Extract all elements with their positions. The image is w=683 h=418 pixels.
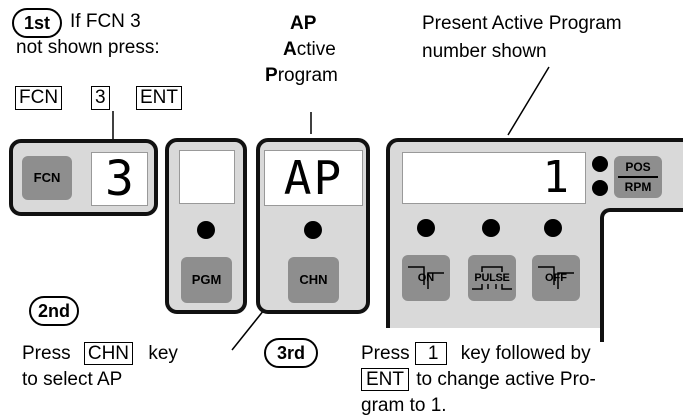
ap-label-initial-a: A xyxy=(283,39,297,60)
chn-panel: AP CHN xyxy=(256,138,370,314)
pos-rpm-divider xyxy=(618,176,658,178)
step-3-key-1: 1 xyxy=(414,342,448,365)
step-2-key-word: key xyxy=(148,343,178,364)
panel-notch xyxy=(600,208,683,342)
on-pulse-shape-icon xyxy=(408,266,444,289)
step-3-change-text: to change active Pro- xyxy=(416,369,596,390)
pgm-panel: PGM xyxy=(165,138,247,314)
ap-label-title: AP xyxy=(290,13,317,34)
off-pulse-shape-icon xyxy=(538,266,574,289)
ap-label-active: ctive xyxy=(296,39,336,60)
step-1-line-2: not shown press: xyxy=(16,37,160,58)
fcn-display-value: 3 xyxy=(105,151,134,207)
pos-label: POS xyxy=(625,160,651,174)
on-label: ON xyxy=(417,272,435,284)
step-3-line-2: ENT to change active Pro- xyxy=(361,368,596,392)
step-2-line-2: to select AP xyxy=(22,369,123,390)
present-label-line-2: number shown xyxy=(422,41,547,62)
present-label-line-1: Present Active Program xyxy=(422,13,622,34)
off-button[interactable]: OFF xyxy=(532,255,580,301)
step-3-line-3: gram to 1. xyxy=(361,395,447,416)
key-3: 3 xyxy=(91,86,110,110)
on-led xyxy=(417,219,435,237)
step-1-line-1: If FCN 3 xyxy=(70,11,141,32)
pulse-label: PULSE xyxy=(474,272,510,284)
step-2-press: Press xyxy=(22,343,71,364)
pulse-button[interactable]: PULSE xyxy=(468,255,516,301)
pulse-led xyxy=(482,219,500,237)
chn-led xyxy=(304,221,322,239)
pgm-button[interactable]: PGM xyxy=(181,257,232,303)
main-display: 1 xyxy=(402,152,586,204)
ap-label-initial-p: P xyxy=(265,65,278,86)
pos-rpm-button[interactable]: POS RPM xyxy=(614,156,662,198)
on-button[interactable]: ON xyxy=(402,255,450,301)
step-2-badge: 2nd xyxy=(29,296,79,326)
main-display-value: 1 xyxy=(542,152,570,203)
key-ent: ENT xyxy=(136,86,182,110)
step-3-key-ent: ENT xyxy=(361,368,409,391)
fcn-panel: FCN 3 xyxy=(9,139,158,216)
step-3-line-1: Press 1 key followed by xyxy=(361,342,591,366)
step-1-badge: 1st xyxy=(12,8,62,38)
step-3-key-followed: key followed by xyxy=(460,343,591,364)
rpm-led xyxy=(592,180,608,196)
off-label: OFF xyxy=(545,272,567,284)
rpm-label: RPM xyxy=(624,180,652,194)
main-panel: 1 POS RPM ON PULSE OFF xyxy=(386,138,683,342)
key-fcn: FCN xyxy=(15,86,63,110)
pgm-led xyxy=(197,221,215,239)
step-3-press: Press xyxy=(361,343,410,364)
chn-display: AP xyxy=(264,150,363,206)
step-3-badge: 3rd xyxy=(264,338,318,368)
step-2-line-1: Press CHN key xyxy=(22,342,178,366)
step-2-key-chn: CHN xyxy=(83,342,134,365)
chn-button[interactable]: CHN xyxy=(288,257,339,303)
off-led xyxy=(544,219,562,237)
ap-label-program: rogram xyxy=(277,65,338,86)
pgm-display xyxy=(179,150,235,204)
fcn-display: 3 xyxy=(91,152,148,206)
ap-label-line-2: Active xyxy=(283,38,336,62)
ap-label-line-3: Program xyxy=(265,64,338,88)
fcn-button[interactable]: FCN xyxy=(22,156,72,200)
chn-display-value: AP xyxy=(283,151,344,205)
pos-led xyxy=(592,156,608,172)
